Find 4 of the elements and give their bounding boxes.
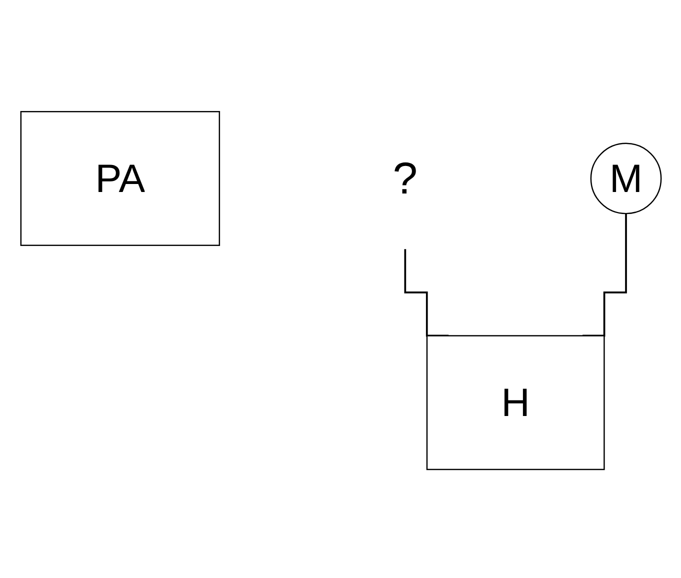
- node-box: PA: [20, 111, 220, 246]
- node-text: ?: [392, 152, 418, 204]
- node-circle: M: [590, 143, 662, 214]
- node-box: H: [426, 335, 604, 470]
